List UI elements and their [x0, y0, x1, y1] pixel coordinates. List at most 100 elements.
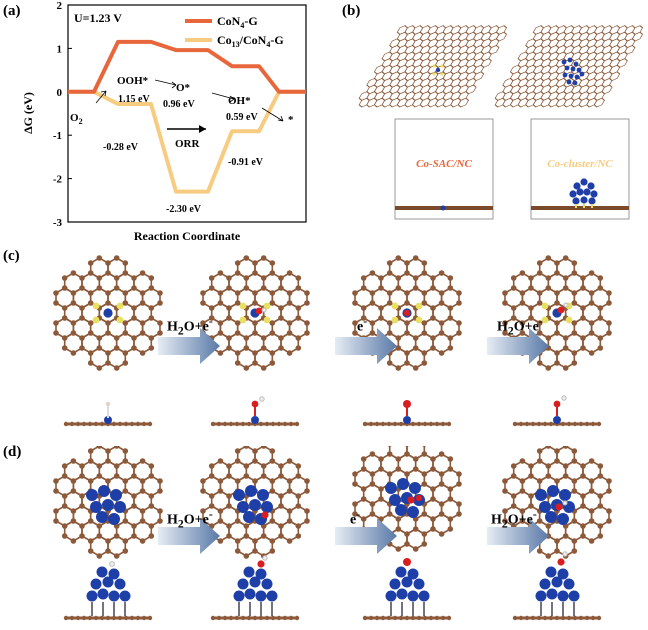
slab-cluster	[531, 206, 629, 210]
carbon-atom	[139, 350, 146, 356]
series-line-con4g	[68, 39, 306, 94]
cobalt-atom-side	[249, 576, 261, 588]
carbon-atom	[79, 315, 85, 321]
cobalt-atom-side	[551, 576, 563, 588]
cobalt-atom	[407, 506, 419, 518]
carbon-atom	[217, 458, 224, 464]
carbon-atom	[157, 330, 163, 336]
carbon-atom	[562, 335, 569, 341]
carbon-ring	[396, 97, 408, 108]
carbon-atom	[122, 538, 129, 544]
carbon-atom	[226, 315, 232, 321]
carbon-atom	[139, 290, 146, 296]
carbon-atom	[96, 473, 103, 479]
carbon-atom	[269, 548, 276, 554]
carbon-atom	[87, 320, 94, 326]
carbon-atom	[404, 350, 410, 356]
step-c1: H2O+e-	[167, 315, 213, 338]
carbon-atom	[386, 330, 393, 336]
side-carbon-atom	[216, 421, 222, 427]
carbon-atom	[295, 523, 302, 529]
step-arrow	[158, 518, 220, 554]
carbon-ring	[406, 528, 426, 550]
carbon-ring	[432, 513, 452, 535]
cobalt-atom	[245, 485, 257, 497]
carbon-atom	[295, 345, 302, 351]
carbon-atom	[421, 481, 428, 487]
nitrogen-atom	[432, 72, 436, 76]
carbon-atom	[122, 448, 129, 454]
carbon-atom	[519, 300, 526, 306]
carbon-atom	[421, 350, 428, 356]
carbon-atom	[519, 290, 526, 296]
carbon-atom	[562, 345, 569, 351]
carbon-atom	[269, 270, 276, 276]
side-carbon-atom	[404, 615, 410, 621]
oxygen-atom	[403, 309, 411, 317]
side-carbon-atom	[63, 615, 69, 621]
carbon-atom	[421, 330, 428, 336]
carbon-ring	[427, 97, 439, 108]
carbon-atom	[456, 471, 462, 477]
carbon-atom	[536, 330, 543, 336]
carbon-atom	[369, 481, 376, 487]
cobalt-atom	[108, 513, 120, 525]
carbon-atom	[122, 350, 129, 356]
carbon-atom	[438, 300, 445, 306]
cobalt-atom	[580, 178, 588, 186]
step-arrows	[95, 79, 284, 122]
carbon-atom	[148, 533, 155, 539]
carbon-atom	[580, 463, 586, 469]
carbon-ring	[63, 520, 83, 542]
carbon-atom	[536, 360, 543, 366]
cobalt-atom	[409, 482, 421, 494]
graphene-sheet-top-single	[358, 25, 508, 108]
carbon-atom	[131, 493, 137, 499]
carbon-ring	[525, 97, 537, 108]
carbon-atom	[571, 448, 578, 454]
carbon-atom	[87, 478, 94, 484]
carbon-atom	[286, 478, 293, 484]
carbon-atom	[96, 275, 103, 281]
carbon-atom	[252, 538, 258, 544]
carbon-atom	[122, 548, 129, 554]
carbon-atom	[278, 523, 284, 529]
carbon-atom	[234, 260, 241, 266]
carbon-atom	[278, 275, 284, 281]
carbon-atom	[606, 300, 612, 306]
step-arrow-4	[261, 107, 284, 122]
carbon-ring	[419, 97, 431, 108]
carbon-atom	[502, 518, 508, 524]
carbon-atom	[113, 335, 120, 341]
side-carbon-atom	[270, 615, 276, 621]
carbon-atom	[571, 548, 578, 554]
carbon-atom	[217, 300, 224, 306]
cobalt-atom	[114, 501, 126, 513]
cobalt-atom	[397, 478, 409, 490]
carbon-atom	[528, 503, 534, 509]
carbon-atom	[234, 270, 241, 276]
carbon-atom	[113, 446, 120, 449]
step-arrow	[335, 518, 397, 554]
carbon-atom	[96, 446, 103, 449]
carbon-atom	[70, 538, 77, 544]
carbon-atom	[278, 533, 284, 539]
carbon-atom	[148, 275, 155, 281]
carbon-atom	[438, 270, 445, 276]
y-axis-title: ΔG (eV)	[21, 92, 35, 134]
carbon-atom	[122, 330, 129, 336]
carbon-atom	[588, 270, 595, 276]
carbon-atom	[200, 290, 206, 296]
carbon-atom	[217, 488, 224, 494]
side-carbon-atom	[434, 421, 440, 427]
carbon-atom	[252, 448, 258, 454]
nitrogen-atom	[116, 302, 124, 310]
carbon-atom	[502, 320, 508, 326]
side-carbon-atom	[240, 421, 246, 427]
carbon-atom	[378, 275, 384, 281]
carbon-atom	[286, 290, 293, 296]
carbon-atom	[252, 300, 258, 306]
carbon-atom	[447, 285, 454, 291]
carbon-atom	[430, 315, 436, 321]
carbon-atom	[430, 526, 436, 532]
